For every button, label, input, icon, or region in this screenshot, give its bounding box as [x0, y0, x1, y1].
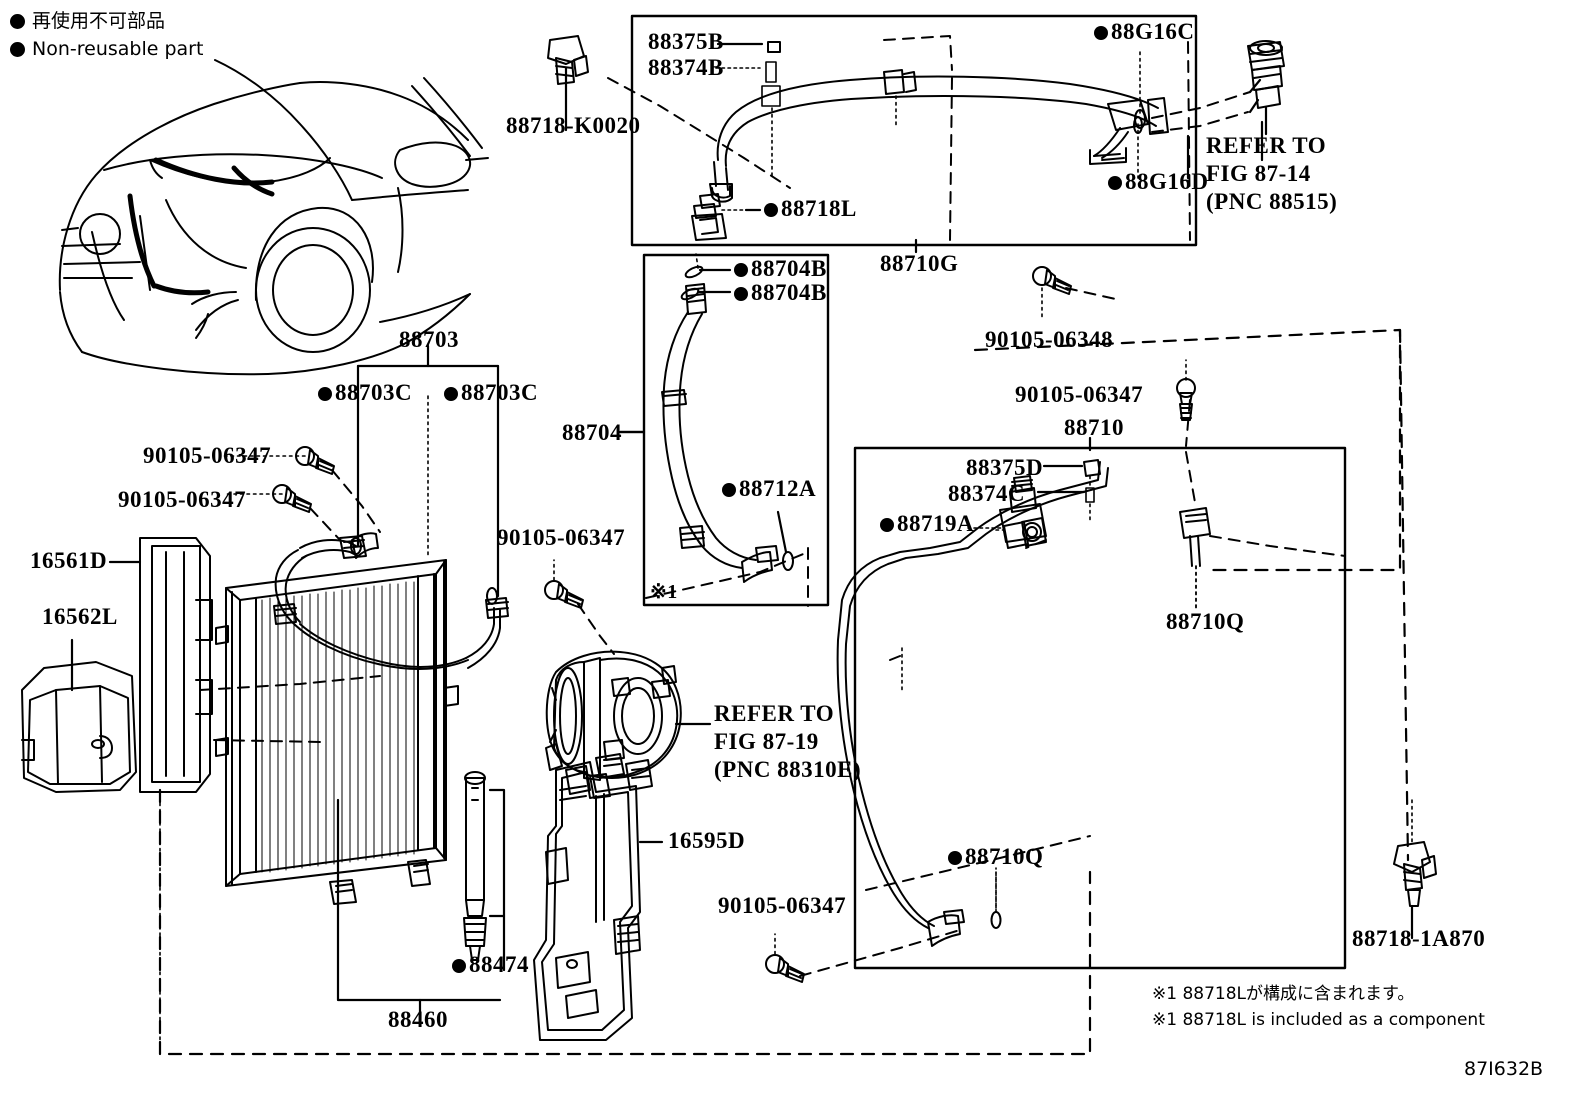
footnote-ja: ※1 88718Lが構成に含まれます。 — [1152, 984, 1415, 1004]
part-label-88703C-2-text: 88703C — [461, 380, 539, 405]
bolt-glyphs — [272, 266, 1196, 983]
part-label-88710Q-2[interactable]: 88710Q — [948, 845, 1043, 868]
part-label-88704B-2[interactable]: 88704B — [734, 281, 827, 304]
part-label-88375D[interactable]: 88375D — [966, 455, 1044, 480]
non-reusable-dot-icon — [444, 387, 458, 401]
part-label-88710Q-1[interactable]: 88710Q — [1166, 609, 1245, 634]
clip-88718-1A870 — [1393, 841, 1437, 907]
part-label-90105-06348[interactable]: 90105-06348 — [985, 327, 1114, 352]
box2-dashed-guides — [645, 547, 809, 607]
legend-label-en: Non-reusable part — [32, 37, 204, 60]
assembly-boundary-dashed — [158, 328, 1410, 1056]
part-label-88G16C-text: 88G16C — [1111, 19, 1195, 44]
box1-dotted-guides — [771, 51, 1141, 179]
non-reusable-dot-icon — [452, 959, 466, 973]
part-label-88474[interactable]: 88474 — [452, 953, 529, 976]
oring-88703C-left — [350, 537, 362, 555]
non-reusable-dot-icon — [880, 518, 894, 532]
refer-line-3: (PNC 88515) — [1206, 189, 1338, 215]
part-label-88718L[interactable]: 88718L — [764, 197, 857, 220]
part-label-88718-K0020[interactable]: 88718-K0020 — [506, 113, 641, 138]
part-label-90105-06347-c[interactable]: 90105-06347 — [497, 525, 626, 550]
part-label-88710G[interactable]: 88710G — [880, 251, 959, 276]
non-reusable-dot-icon — [734, 287, 748, 301]
part-label-88374B[interactable]: 88374B — [648, 55, 724, 80]
footnote-en: ※1 88718L is included as a component — [1152, 1009, 1485, 1030]
part-label-88474-text: 88474 — [469, 952, 529, 977]
part-label-88703C-1[interactable]: 88703C — [318, 381, 412, 404]
compressor-88310E — [545, 650, 682, 799]
part-label-90105-06347-b[interactable]: 90105-06347 — [118, 487, 247, 512]
dotted-leaders — [219, 287, 1197, 955]
refer-to-fig-87-14[interactable]: REFER TO FIG 87-14 (PNC 88515) — [1206, 132, 1337, 216]
non-reusable-dot-icon — [318, 387, 332, 401]
filled-circle-icon — [10, 41, 25, 57]
note-marker-box2: ※1 — [650, 581, 678, 603]
part-label-88719A-text: 88719A — [897, 511, 975, 536]
part-label-88712A-text: 88712A — [739, 476, 817, 501]
clip-88718-K0020 — [547, 35, 589, 85]
oring-88704B-pair — [680, 265, 704, 301]
diagram-id-code: 87I632B — [1464, 1058, 1544, 1080]
legend-row-ja: 再使用不可部品 — [10, 8, 203, 36]
part-label-88710[interactable]: 88710 — [1064, 415, 1124, 440]
footnote-block: ※1 88718Lが構成に含まれます。 ※1 88718L is include… — [1152, 982, 1485, 1033]
refer19-line-3: (PNC 88310E) — [714, 757, 862, 783]
non-reusable-dot-icon — [1108, 176, 1122, 190]
part-label-88712A[interactable]: 88712A — [722, 477, 816, 500]
non-reusable-dot-icon — [948, 851, 962, 865]
part-label-16561D[interactable]: 16561D — [30, 548, 108, 573]
part-label-88703C-2[interactable]: 88703C — [444, 381, 538, 404]
condenser-assembly — [21, 537, 641, 1041]
oring-88703C-right — [486, 587, 498, 605]
legend-non-reusable: 再使用不可部品 Non-reusable part — [10, 8, 203, 63]
non-reusable-dot-icon — [722, 483, 736, 497]
part-label-88704[interactable]: 88704 — [562, 420, 622, 445]
oring-88712A — [782, 551, 794, 571]
switch-88719A — [1003, 517, 1047, 549]
part-label-88703[interactable]: 88703 — [399, 327, 459, 352]
box1-hose-88710G — [691, 41, 1169, 241]
part-label-90105-06347-d[interactable]: 90105-06347 — [1015, 382, 1144, 407]
non-reusable-dot-icon — [764, 203, 778, 217]
refer19-line-1: REFER TO — [714, 701, 835, 726]
part-label-88704B-2-text: 88704B — [751, 280, 827, 305]
refer-line-1: REFER TO — [1206, 133, 1327, 158]
part-label-88704B-1[interactable]: 88704B — [734, 257, 827, 280]
part-label-88704B-1-text: 88704B — [751, 256, 827, 281]
box2-hose-88704 — [661, 283, 779, 583]
part-label-90105-06347-e[interactable]: 90105-06347 — [718, 893, 847, 918]
part-label-88718-1A870[interactable]: 88718-1A870 — [1352, 926, 1486, 951]
hose-88703 — [273, 532, 509, 670]
non-reusable-dot-icon — [1094, 26, 1108, 40]
oring-88G16D — [1133, 116, 1143, 134]
part-label-88G16C[interactable]: 88G16C — [1094, 20, 1195, 43]
refer-to-fig-87-19[interactable]: REFER TO FIG 87-19 (PNC 88310E) — [714, 700, 861, 784]
refer-line-2: FIG 87-14 — [1206, 161, 1311, 187]
part-label-16562L[interactable]: 16562L — [42, 604, 118, 629]
part-label-88718L-text: 88718L — [781, 196, 857, 221]
part-label-88G16D-text: 88G16D — [1125, 169, 1209, 194]
box3-pipe-88710 — [836, 461, 1211, 947]
part-label-16595D[interactable]: 16595D — [668, 828, 746, 853]
box3-dashed-guides — [865, 399, 1346, 891]
non-reusable-dot-icon — [734, 263, 748, 277]
vehicle-hose-highlight — [127, 157, 275, 296]
part-label-88G16D[interactable]: 88G16D — [1108, 170, 1209, 193]
part-label-88374C[interactable]: 88374C — [948, 481, 1026, 506]
part-label-88719A[interactable]: 88719A — [880, 512, 974, 535]
legend-row-en: Non-reusable part — [10, 36, 203, 64]
refer19-line-2: FIG 87-19 — [714, 729, 819, 755]
part-label-88710Q-2-text: 88710Q — [965, 844, 1044, 869]
legend-label-ja: 再使用不可部品 — [32, 10, 166, 32]
part-label-88375B[interactable]: 88375B — [648, 29, 724, 54]
part-label-88703C-1-text: 88703C — [335, 380, 413, 405]
part-label-88460[interactable]: 88460 — [388, 1007, 448, 1032]
part-label-90105-06347-a[interactable]: 90105-06347 — [143, 443, 272, 468]
filled-circle-icon — [10, 14, 25, 30]
oring-88710Q-lower — [990, 911, 1002, 929]
leader-lines — [70, 78, 1264, 1018]
